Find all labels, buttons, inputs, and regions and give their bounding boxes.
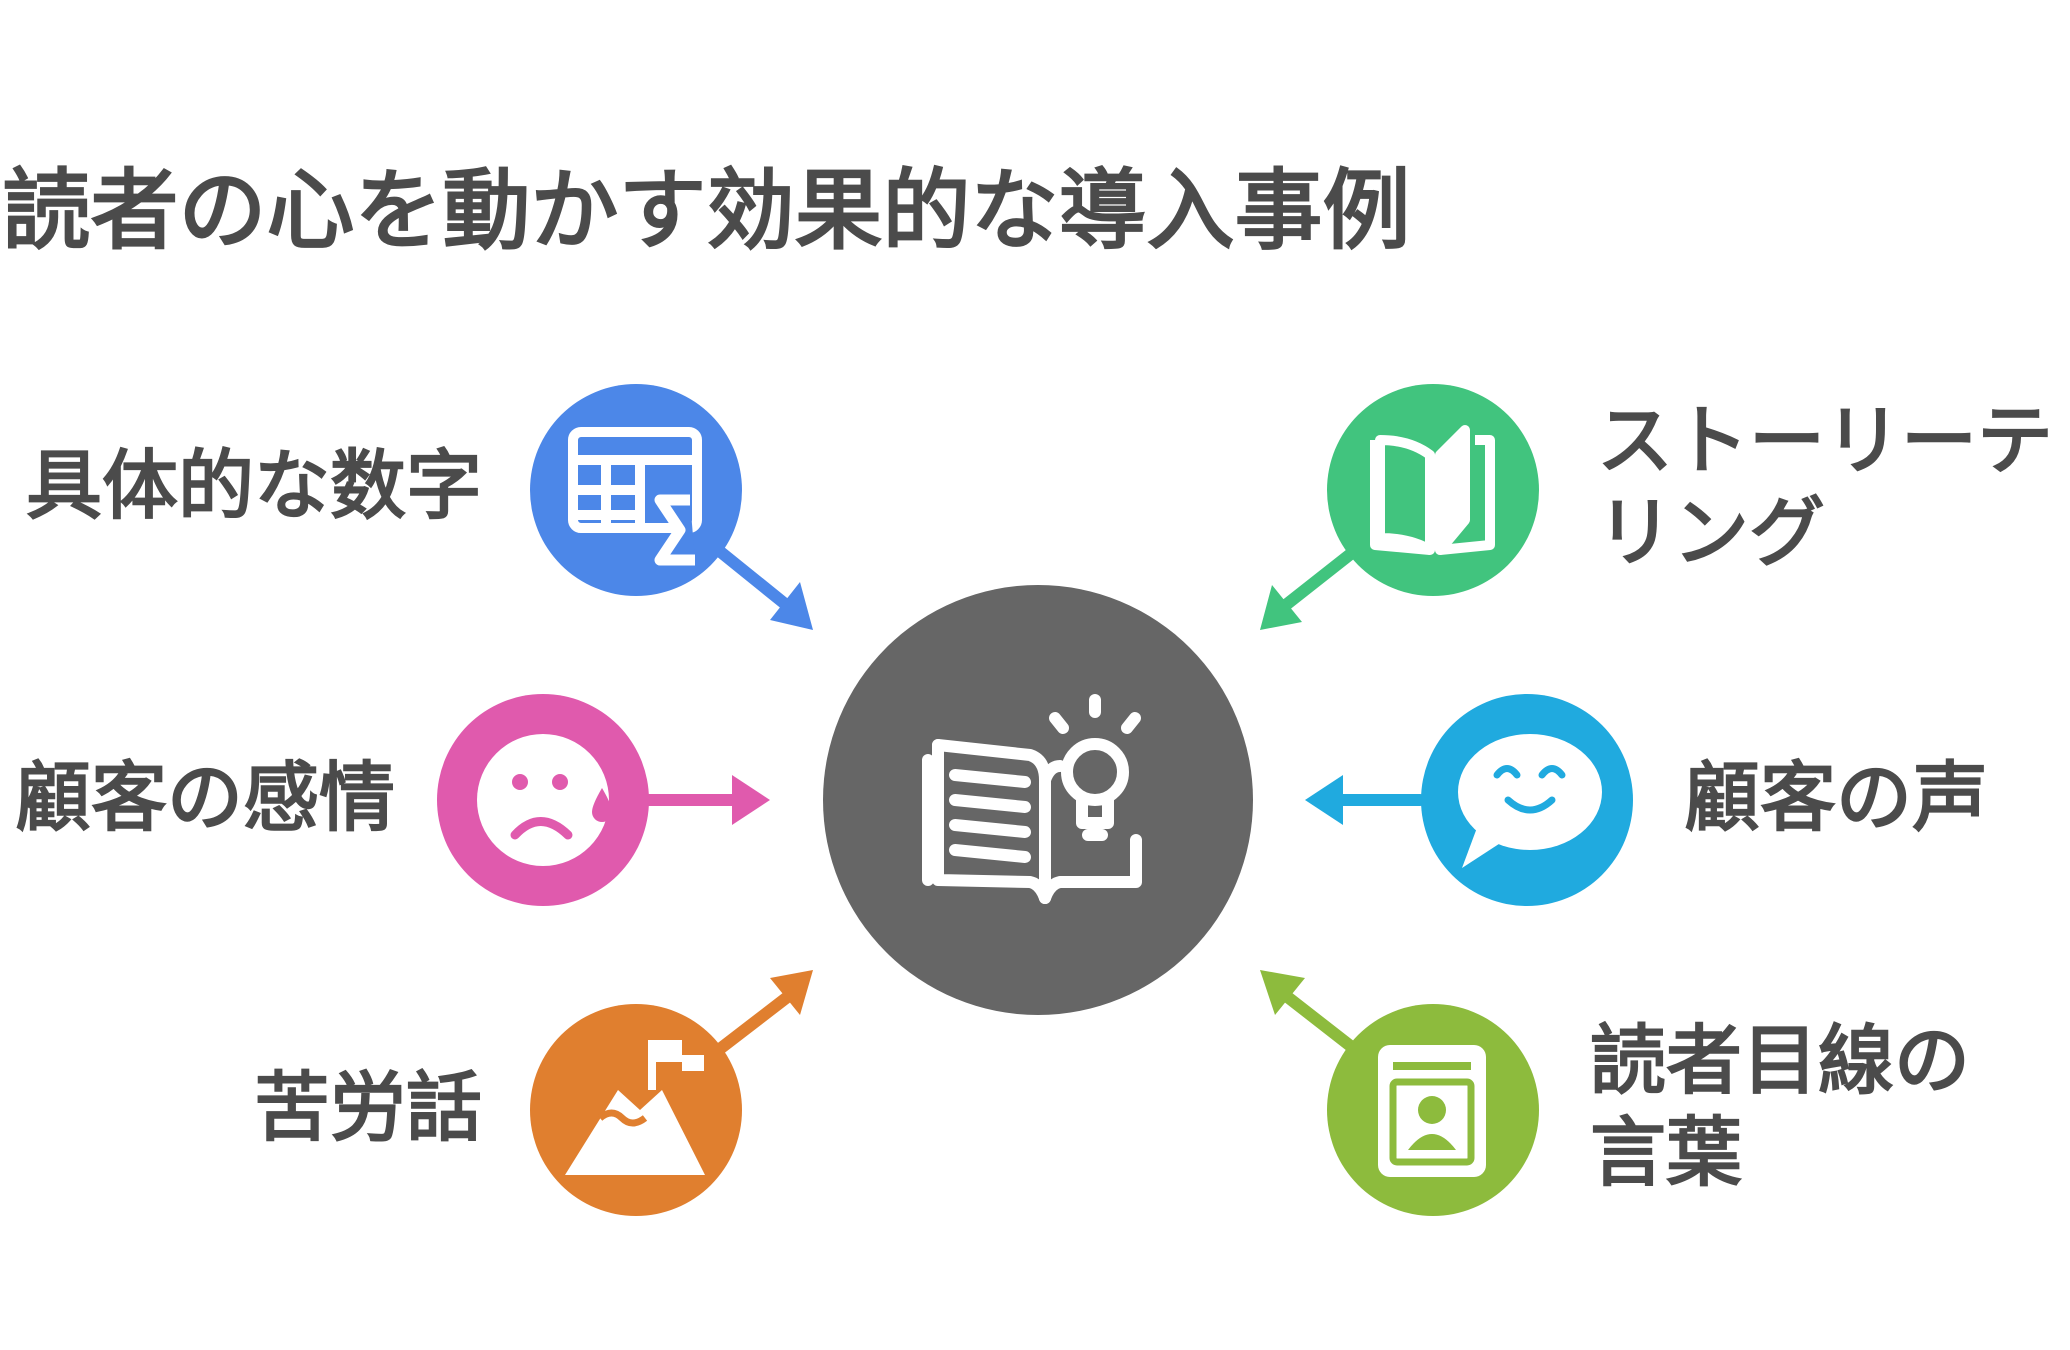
connector-arrow (706, 989, 796, 1061)
label-reader-perspective-words: 読者目線の 言葉 (1590, 1015, 1970, 1199)
node-specific-numbers (530, 384, 813, 630)
connector-arrow (1279, 989, 1368, 1061)
label-reader-perspective-line1: 読者目線の (1590, 1016, 1970, 1105)
mountain-flag-icon (565, 1040, 705, 1175)
arrowhead (1305, 775, 1343, 825)
node-reader-perspective-words (1260, 970, 1539, 1216)
node-hardship-stories (530, 970, 813, 1216)
arrowhead (770, 970, 813, 1015)
node-customer-emotions (437, 694, 770, 906)
label-customer-emotions: 顧客の感情 (15, 753, 395, 842)
table-sigma-icon (568, 427, 702, 566)
sad-face-icon (477, 734, 612, 866)
node-customer-voices (1305, 694, 1633, 906)
label-reader-perspective-line2: 言葉 (1590, 1108, 1742, 1197)
smiling-speech-bubble-icon (1458, 734, 1602, 868)
connector-arrow (706, 539, 801, 618)
book-lightbulb-icon (922, 694, 1142, 904)
arrowhead (732, 775, 770, 825)
label-hardship-stories: 苦労話 (254, 1063, 482, 1152)
label-specific-numbers: 具体的な数字 (26, 441, 482, 530)
center-circle (823, 585, 1253, 1015)
page-title: 読者の心を動かす効果的な導入事例 (2, 159, 1411, 262)
arrowhead (770, 582, 813, 630)
arrowhead (1260, 970, 1305, 1015)
profile-book-icon (1378, 1045, 1486, 1177)
center-node (823, 585, 1253, 1015)
node-storytelling (1260, 384, 1539, 630)
label-storytelling-line2: リング (1597, 488, 1825, 577)
connector-arrow (1276, 539, 1368, 614)
arrowhead (1260, 585, 1302, 630)
label-storytelling-line1: ストーリーテ (1597, 396, 2053, 485)
label-customer-voices: 顧客の声 (1684, 753, 1988, 842)
open-book-icon (1370, 425, 1495, 555)
label-storytelling: ストーリーテ リング (1597, 395, 2053, 579)
